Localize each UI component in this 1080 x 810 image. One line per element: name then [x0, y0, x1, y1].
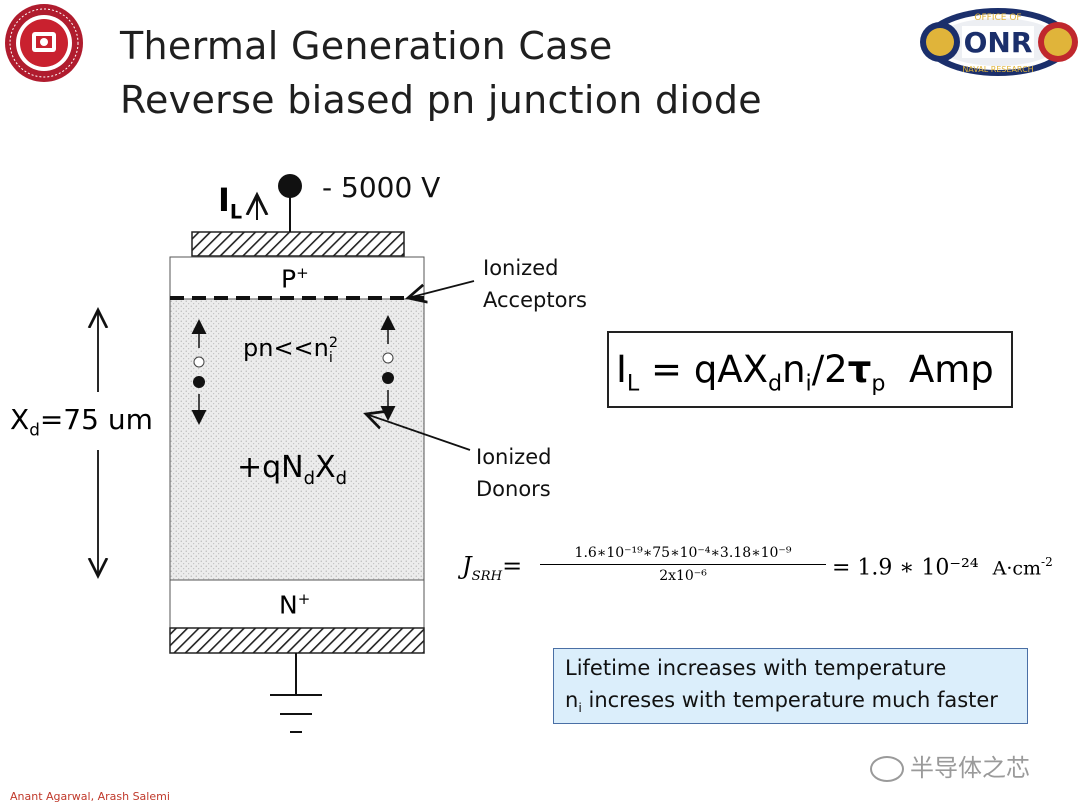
n-plus-label: N+ — [279, 590, 311, 620]
xd-width-label: Xd=75 um — [10, 403, 153, 440]
jsrh-numerator: 1.6∗10⁻¹⁹∗75∗10⁻⁴∗3.18∗10⁻⁹ — [540, 545, 826, 565]
pn-relation-label: pn<<ni2 — [243, 334, 339, 366]
terminal-ball — [278, 174, 302, 198]
watermark: 半导体之芯 — [870, 748, 1030, 783]
current-label: IL — [218, 181, 243, 224]
jsrh-symbol: JSRH= — [462, 552, 523, 584]
slide-title-line1: Thermal Generation Case — [120, 24, 613, 68]
leakage-current-equation: IL = qAXdni/2τp Amp — [616, 348, 994, 397]
wechat-icon — [870, 756, 904, 782]
space-charge-label: +qNdXd — [237, 450, 348, 489]
voltage-label: - 5000 V — [322, 171, 441, 204]
hole-right — [382, 352, 394, 364]
jsrh-fraction: 1.6∗10⁻¹⁹∗75∗10⁻⁴∗3.18∗10⁻⁹ 2x10⁻⁶ — [540, 545, 826, 584]
hole-left — [193, 356, 205, 368]
ohio-state-seal-logo — [5, 4, 83, 82]
temperature-note-line2: ni increses with temperature much faster — [565, 688, 998, 716]
top-metal-contact — [191, 231, 405, 257]
ionized-donors-label: Ionized Donors — [476, 445, 552, 501]
footer-authors: Anant Agarwal, Arash Salemi — [10, 790, 170, 803]
electron-right — [382, 372, 394, 384]
jsrh-result: = 1.9 ∗ 10⁻²⁴ A·cm-2 — [832, 555, 1053, 581]
donors-pointer-arrow — [366, 414, 471, 451]
p-plus-label: P+ — [281, 264, 309, 294]
acceptors-pointer-arrow — [408, 280, 475, 298]
onr-logo-bottom-text: NAVAL RESEARCH — [962, 65, 1033, 74]
jsrh-denominator: 2x10⁻⁶ — [659, 568, 707, 584]
bottom-metal-contact — [169, 627, 425, 654]
onr-logo-center-text: ONR — [964, 26, 1033, 59]
depletion-region — [169, 298, 425, 581]
electron-left — [193, 376, 205, 388]
p-plus-region — [169, 256, 425, 300]
ionized-acceptors-label: Ionized Acceptors — [483, 256, 587, 312]
onr-logo: ONR OFFICE OF NAVAL RESEARCH — [920, 8, 1078, 76]
leakage-current-equation-box — [607, 331, 1013, 408]
n-plus-region — [169, 579, 425, 629]
slide-title-line2: Reverse biased pn junction diode — [120, 78, 762, 122]
temperature-note-line1: Lifetime increases with temperature — [565, 656, 947, 680]
temperature-note-box — [553, 648, 1028, 724]
onr-logo-top-text: OFFICE OF — [974, 13, 1021, 23]
